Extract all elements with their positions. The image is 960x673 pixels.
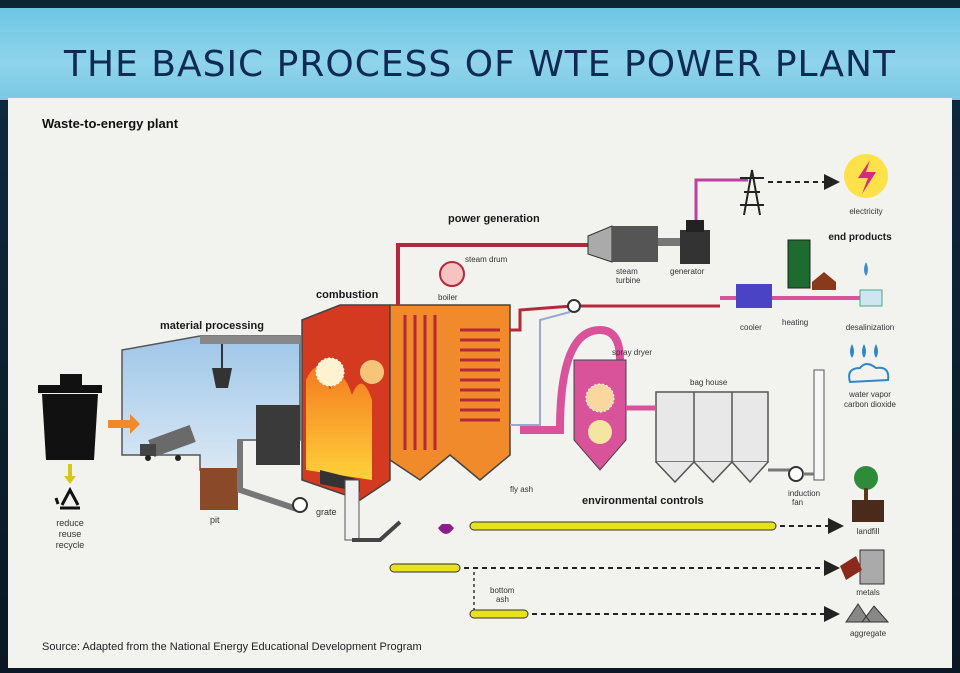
water-drop-icon <box>850 344 878 358</box>
steam-drum <box>439 261 465 287</box>
cloud-icon <box>848 363 890 384</box>
waste-pit <box>200 468 238 510</box>
flue-duct <box>520 325 624 434</box>
desalinization-unit <box>859 289 883 307</box>
pump-icon <box>567 299 581 313</box>
burner-left <box>315 357 345 387</box>
crane-rail <box>200 336 300 344</box>
bag-house-label: bag house <box>690 378 728 387</box>
transmission-tower-icon <box>740 169 764 216</box>
turbine-label: turbine <box>616 276 641 285</box>
diagram-subtitle: Waste-to-energy plant <box>42 116 179 131</box>
stack <box>813 369 825 481</box>
waste-arrow <box>108 414 140 434</box>
trash-can-icon <box>38 374 102 460</box>
aggregate-conveyor <box>469 609 529 619</box>
crane-claw-icon <box>212 344 232 388</box>
power-line <box>694 178 748 220</box>
lightning-icon <box>844 154 888 198</box>
grate-roller <box>292 497 308 513</box>
slide-title: THE BASIC PROCESS OF WTE POWER PLANT <box>64 44 896 85</box>
reuse-label: reuse <box>59 529 82 539</box>
material-processing-label: material processing <box>160 320 264 332</box>
recycle-icon <box>54 486 80 510</box>
fan-icon <box>788 466 804 482</box>
environmental-controls-label: environmental controls <box>582 495 704 507</box>
steam-pipe <box>396 243 588 305</box>
desalinization-label: desalinization <box>846 323 894 332</box>
combustion-label: combustion <box>316 289 379 301</box>
steam-turbine <box>587 225 680 263</box>
steam-label: steam <box>616 267 638 276</box>
end-products-label: end products <box>828 232 892 243</box>
burner-right <box>360 360 384 384</box>
waste-pile <box>256 405 300 465</box>
fly-ash-label: fly ash <box>510 485 533 494</box>
flames <box>306 367 372 480</box>
boiler-tubes <box>403 315 500 450</box>
heating-label: heating <box>782 318 808 327</box>
water-drop-icon <box>864 262 868 276</box>
cooler <box>736 284 772 308</box>
bag-house <box>655 391 769 484</box>
generator <box>680 220 710 264</box>
heating-building <box>787 239 836 290</box>
carbon-dioxide-label: carbon dioxide <box>844 400 897 409</box>
feed-chute <box>237 440 301 513</box>
bottom-ash-conveyor <box>389 563 461 573</box>
aggregate-icon <box>845 603 890 623</box>
boiler-label: boiler <box>438 293 458 302</box>
steam-drum-label: steam drum <box>465 255 508 264</box>
fan-label: fan <box>792 498 803 507</box>
flue-gas-line <box>510 311 571 426</box>
spray-dryer-label: spray dryer <box>612 348 652 357</box>
pit-label: pit <box>210 515 220 525</box>
water-vapor-label: water vapor <box>848 390 891 399</box>
truck-icon <box>140 425 196 461</box>
down-arrow-head <box>64 476 76 484</box>
induction-label: induction <box>788 489 820 498</box>
grate-label: grate <box>316 507 337 517</box>
tree-icon <box>852 466 884 522</box>
source-note: Source: Adapted from the National Energy… <box>42 641 422 653</box>
landfill-label: landfill <box>857 527 880 536</box>
generator-label: generator <box>670 267 705 276</box>
cooler-label: cooler <box>740 323 762 332</box>
ash-conveyor-incline <box>352 520 402 542</box>
bottom-label: bottom <box>490 586 515 595</box>
electricity-label: electricity <box>849 207 882 216</box>
ash-chute <box>344 479 360 541</box>
metals-icon <box>840 549 885 585</box>
ash-label: ash <box>496 595 509 604</box>
spray-dryer <box>573 359 627 471</box>
fly-ash-conveyor <box>469 521 777 531</box>
recycle-label: recycle <box>56 540 85 550</box>
title-banner <box>0 8 960 100</box>
return-pipe <box>510 304 720 332</box>
aggregate-label: aggregate <box>850 629 887 638</box>
magnet-icon <box>438 524 454 534</box>
reduce-label: reduce <box>56 518 84 528</box>
metals-label: metals <box>856 588 880 597</box>
power-generation-label: power generation <box>448 213 540 225</box>
